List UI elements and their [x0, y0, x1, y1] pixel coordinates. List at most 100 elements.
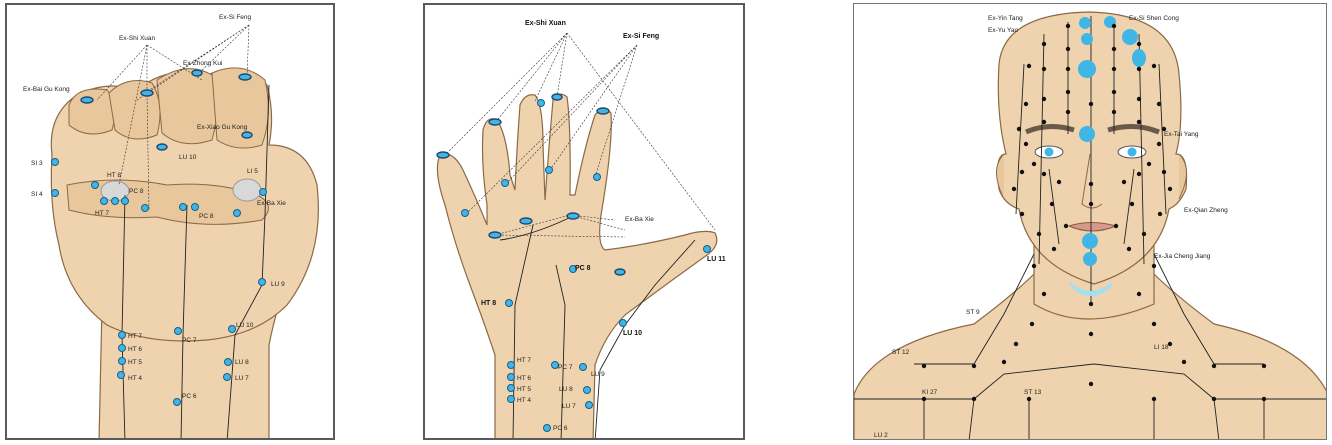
- label-pc-7: PC 7: [558, 364, 573, 371]
- label-ki-27: KI 27: [922, 389, 938, 396]
- acupoint-dot: [1114, 224, 1118, 228]
- acupoint-dot: [1152, 64, 1156, 68]
- acupoint-dot: [972, 397, 976, 401]
- acupoint-dot: [1042, 42, 1046, 46]
- label-ex-shixuan: Ex-Shi Xuan: [119, 35, 156, 42]
- acupoint-dot: [1137, 67, 1141, 71]
- acupoint-dot: [1212, 364, 1216, 368]
- label-ex-tai-yang: Ex-Tai Yang: [1164, 131, 1199, 138]
- acupoint-dot: [972, 364, 976, 368]
- acupoint-dot: [1089, 302, 1093, 306]
- knuckle-4: [212, 68, 268, 148]
- face-diagram-panel: Ex-Yin Tang Ex-Si Shen Cong Ex-Yu Yao Ex…: [853, 3, 1327, 440]
- acupoint-dot: [1042, 172, 1046, 176]
- label-st-9: ST 9: [966, 309, 980, 316]
- label-ex-ba-xie: Ex-Ba Xie: [625, 216, 654, 223]
- label-lu-9: LU 9: [591, 371, 605, 378]
- acupoint-dot: [1066, 47, 1070, 51]
- label-ht-7: HT 7: [517, 357, 531, 364]
- acupoint-dot: [1147, 162, 1151, 166]
- label-ex-xiao-gu-kong: Ex-Xiao Gu Kong: [197, 124, 248, 131]
- acupoint-dot: [1042, 97, 1046, 101]
- acupoint-dot: [1032, 162, 1036, 166]
- label-ht-7: HT 7: [128, 333, 142, 340]
- right-iris: [1128, 148, 1137, 157]
- acupoint-dot: [1152, 322, 1156, 326]
- acupoint-dot: [1158, 212, 1162, 216]
- acupoint-dot: [1262, 397, 1266, 401]
- acupoint-dot: [1137, 97, 1141, 101]
- acupoint-dot: [1020, 170, 1024, 174]
- acupoint-dot: [1089, 102, 1093, 106]
- knuckle-2: [109, 81, 160, 139]
- label-lu-11: LU 11: [707, 256, 726, 263]
- label-lu-7: LU 7: [235, 375, 249, 382]
- acupoint-dot: [1064, 224, 1068, 228]
- acupoint-dot: [1020, 212, 1024, 216]
- acupoint-dot: [1037, 232, 1041, 236]
- label-si-3: SI 3: [31, 160, 43, 167]
- label-ex-bai-gu-kong: Ex-Bai Gu Kong: [23, 86, 70, 93]
- hand-diagram-panel: Ex-Shi Xuan Ex-Si Feng Ex-Ba Xie PC 8 HT…: [423, 3, 745, 440]
- label-ht-5: HT 5: [128, 359, 142, 366]
- label-lu-10: LU 10: [623, 330, 642, 337]
- acupoint-dot: [1024, 142, 1028, 146]
- acupoint-dot: [1066, 110, 1070, 114]
- acupoint-dot: [1162, 170, 1166, 174]
- acupoint-dot: [1112, 24, 1116, 28]
- knuckle-1: [69, 89, 115, 134]
- label-st-12: ST 12: [892, 349, 910, 356]
- acupoint-dot: [1014, 342, 1018, 346]
- label-ht-8: HT 8: [107, 172, 121, 179]
- label-lu-8: LU 8: [235, 359, 249, 366]
- label-pc-6: PC 6: [182, 393, 197, 400]
- label-si-4: SI 4: [31, 191, 43, 198]
- acupoint-dot: [1042, 292, 1046, 296]
- acupoint-dot: [1002, 360, 1006, 364]
- label-lu-8: LU 8: [559, 386, 573, 393]
- acupoint-dot: [1089, 382, 1093, 386]
- acupoint-dot: [1042, 120, 1046, 124]
- label-ht-4: HT 4: [128, 375, 142, 382]
- acupoint-dot: [1127, 247, 1131, 251]
- acupoint-dot: [1057, 180, 1061, 184]
- acupoint-dot: [1152, 397, 1156, 401]
- label-ex-ba-xie: Ex-Ba Xie: [257, 200, 286, 207]
- fist-diagram: Ex-Shi Xuan Ex-Si Feng Ex-Bai Gu Kong Ex…: [7, 5, 335, 440]
- acupoint-dot: [1122, 180, 1126, 184]
- label-ht-5: HT 5: [517, 386, 531, 393]
- acupoint-dot: [1168, 187, 1172, 191]
- acupoint-dot: [1157, 142, 1161, 146]
- acupoint-dot: [1050, 202, 1054, 206]
- acupoint-dot: [922, 364, 926, 368]
- acupoint-dot: [1066, 67, 1070, 71]
- acupoint-dot: [1182, 360, 1186, 364]
- acupoint-dot: [1112, 90, 1116, 94]
- acupoint-dot: [1017, 127, 1021, 131]
- acupoint-dot: [1027, 397, 1031, 401]
- label-pc-8-top: PC 8: [129, 188, 144, 195]
- acupoint-dot: [1137, 42, 1141, 46]
- face-diagram: Ex-Yin Tang Ex-Si Shen Cong Ex-Yu Yao Ex…: [854, 4, 1327, 440]
- acupoint-dot: [1152, 264, 1156, 268]
- acupoint-dot: [1066, 90, 1070, 94]
- acupoint-dot: [1112, 47, 1116, 51]
- acupoint-dot: [1089, 182, 1093, 186]
- label-ex-si-shen-cong: Ex-Si Shen Cong: [1129, 15, 1179, 22]
- label-li-5: LI 5: [247, 168, 258, 175]
- acupoint-dot: [1052, 247, 1056, 251]
- nail-2: [233, 179, 261, 201]
- label-pc-7: PC 7: [182, 337, 197, 344]
- acupoint-dot: [1027, 64, 1031, 68]
- acupoint-dot: [1024, 102, 1028, 106]
- label-lu-2: LU 2: [874, 432, 888, 439]
- label-ht-8: HT 8: [481, 300, 496, 307]
- label-ex-sifeng: Ex-Si Feng: [623, 33, 659, 40]
- acupoint-dot: [1032, 264, 1036, 268]
- label-ex-yintang: Ex-Yin Tang: [988, 15, 1023, 22]
- acupoint-dot: [1262, 364, 1266, 368]
- left-iris: [1045, 148, 1054, 157]
- label-ex-qian-zheng: Ex-Qian Zheng: [1184, 207, 1228, 214]
- acupoint-dot: [1030, 322, 1034, 326]
- label-li-18: LI 18: [1154, 344, 1169, 351]
